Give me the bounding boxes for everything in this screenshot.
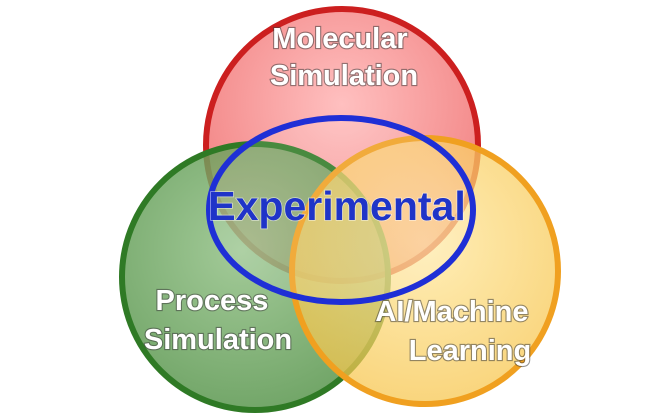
- label-ai: AI/Machine Learning: [375, 296, 536, 367]
- label-molecular: Molecular Simulation: [270, 23, 418, 92]
- label-molecular-line2: Simulation: [270, 60, 418, 92]
- label-process-line2: Simulation: [144, 324, 292, 356]
- label-molecular-line1: Molecular: [272, 23, 407, 55]
- label-ai-line1: AI/Machine: [375, 296, 528, 328]
- label-process-line1: Process: [156, 285, 269, 317]
- label-experimental: Experimental: [208, 183, 466, 229]
- experimental-ellipse: [206, 115, 476, 305]
- label-ai-line2: Learning: [409, 335, 531, 367]
- label-process: Process Simulation: [144, 285, 292, 356]
